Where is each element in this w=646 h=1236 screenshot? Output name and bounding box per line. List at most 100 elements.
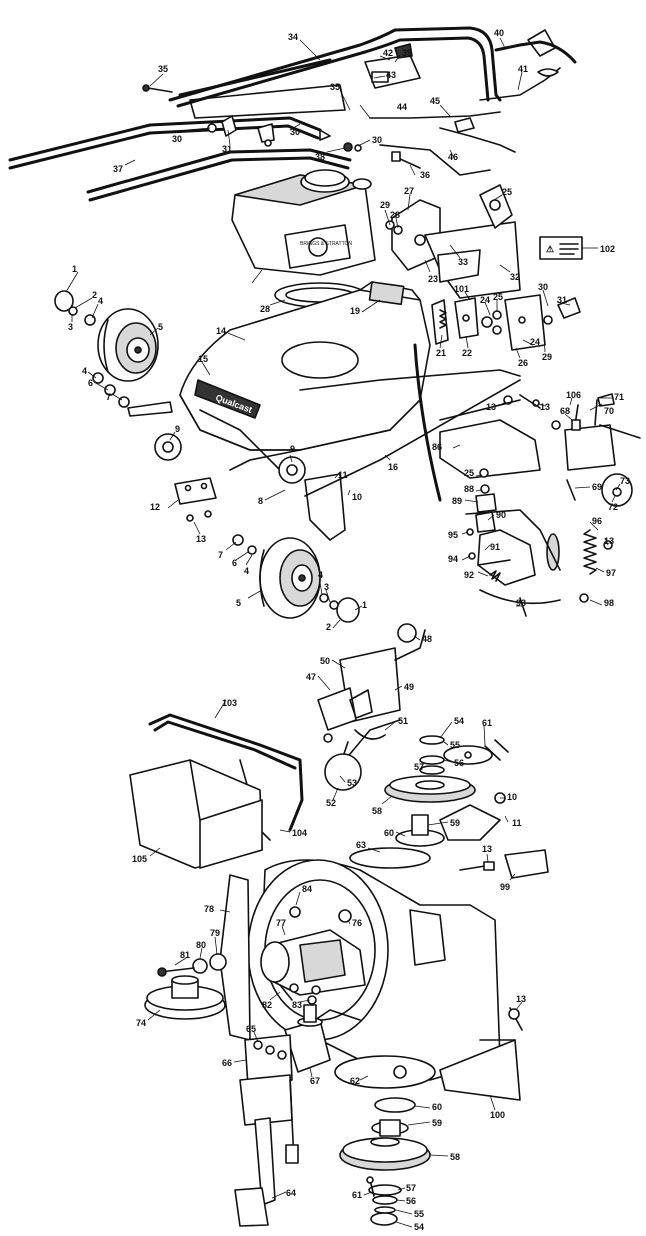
callout-60-b: 60	[432, 1102, 442, 1112]
callout-97: 97	[606, 568, 616, 578]
callout-31-b: 31	[557, 295, 567, 305]
callout-15: 15	[198, 354, 208, 364]
callout-105: 105	[132, 854, 147, 864]
callout-57-b: 57	[406, 1183, 416, 1193]
callout-60: 60	[384, 828, 394, 838]
handle-assembly	[8, 26, 577, 202]
callout-99: 99	[500, 882, 510, 892]
drive-components	[439, 393, 641, 617]
callout-22: 22	[462, 348, 472, 358]
callout-5-b: 5	[236, 598, 241, 608]
callout-101: 101	[454, 284, 469, 294]
callout-69: 69	[592, 482, 602, 492]
wheel-lower	[232, 534, 360, 623]
callout-46: 46	[448, 152, 458, 162]
gear-stack-upper	[349, 735, 549, 879]
callout-96: 96	[592, 516, 602, 526]
callout-67: 67	[310, 1076, 320, 1086]
callout-13-c: 13	[196, 534, 206, 544]
callout-88: 88	[464, 484, 474, 494]
callout-3: 3	[68, 322, 73, 332]
callout-89: 89	[452, 496, 462, 506]
callout-numbers: 34 35 42 39 40 43 41 35 44 45 30 30 30 3…	[68, 28, 630, 1232]
callout-56-b: 56	[406, 1196, 416, 1206]
callout-4-c: 4	[244, 566, 249, 576]
callout-13-d: 13	[604, 536, 614, 546]
callout-10: 10	[352, 492, 362, 502]
callout-6: 6	[88, 378, 93, 388]
callout-57: 57	[414, 762, 424, 772]
gear-stack-lower	[334, 1055, 436, 1226]
callout-59-b: 59	[432, 1118, 442, 1128]
callout-32: 32	[510, 272, 520, 282]
height-adjust-brackets: ⚠	[385, 184, 583, 502]
callout-55-b: 55	[414, 1209, 424, 1219]
callout-13-b: 13	[540, 402, 550, 412]
callout-7: 7	[106, 392, 111, 402]
callout-81: 81	[180, 950, 190, 960]
callout-11: 11	[338, 470, 348, 480]
callout-48: 48	[422, 634, 432, 644]
callout-25-c: 25	[464, 468, 474, 478]
callout-93: 93	[516, 598, 526, 608]
callout-4-b: 4	[82, 366, 87, 376]
callout-14: 14	[216, 326, 226, 336]
mower-deck: Qualcast	[174, 281, 521, 541]
callout-3-b: 3	[324, 582, 329, 592]
callout-35-b: 35	[330, 82, 340, 92]
callout-78: 78	[204, 904, 214, 914]
callout-95: 95	[448, 530, 458, 540]
callout-58: 58	[372, 806, 382, 816]
callout-10-b: 10	[507, 792, 517, 802]
callout-58-b: 58	[450, 1152, 460, 1162]
callout-16: 16	[388, 462, 398, 472]
callout-59: 59	[450, 818, 460, 828]
callout-61-b: 61	[352, 1190, 362, 1200]
callout-91: 91	[490, 542, 500, 552]
main-housing	[144, 859, 523, 1101]
wheel-upper	[54, 290, 159, 382]
callout-94: 94	[448, 554, 458, 564]
callout-56: 56	[454, 758, 464, 768]
callout-90: 90	[496, 510, 506, 520]
callout-31: 31	[222, 144, 232, 154]
callout-42: 42	[383, 48, 393, 58]
callout-13-e: 13	[482, 844, 492, 854]
callout-24: 24	[480, 295, 490, 305]
axle-parts	[92, 372, 306, 522]
callout-25-b: 25	[493, 292, 503, 302]
callout-80: 80	[196, 940, 206, 950]
callout-36: 36	[420, 170, 430, 180]
callout-35: 35	[158, 64, 168, 74]
callout-40: 40	[494, 28, 504, 38]
callout-55: 55	[450, 740, 460, 750]
callout-6-b: 6	[232, 558, 237, 568]
callout-4: 4	[98, 296, 103, 306]
callout-98: 98	[604, 598, 614, 608]
callout-51: 51	[398, 716, 408, 726]
warning-label-symbol: ⚠	[546, 244, 554, 254]
callout-84: 84	[302, 884, 312, 894]
callout-8: 8	[258, 496, 263, 506]
callout-106: 106	[566, 390, 581, 400]
callout-13: 13	[486, 402, 496, 412]
callout-7-b: 7	[218, 550, 223, 560]
callout-100: 100	[490, 1110, 505, 1120]
callout-19: 19	[350, 306, 360, 316]
callout-63: 63	[356, 840, 366, 850]
callout-39: 39	[402, 48, 412, 58]
callout-71: 71	[614, 392, 624, 402]
callout-104: 104	[292, 828, 307, 838]
callout-29: 29	[380, 200, 390, 210]
callout-47: 47	[306, 672, 316, 682]
gearbox-shaft	[234, 1004, 331, 1227]
callout-9-b: 9	[290, 444, 295, 454]
grass-box	[129, 713, 304, 869]
callout-41: 41	[518, 64, 528, 74]
callout-30-d: 30	[538, 282, 548, 292]
callout-30-c: 30	[172, 134, 182, 144]
callout-102: 102	[600, 244, 615, 254]
clutch-assembly	[317, 623, 426, 791]
